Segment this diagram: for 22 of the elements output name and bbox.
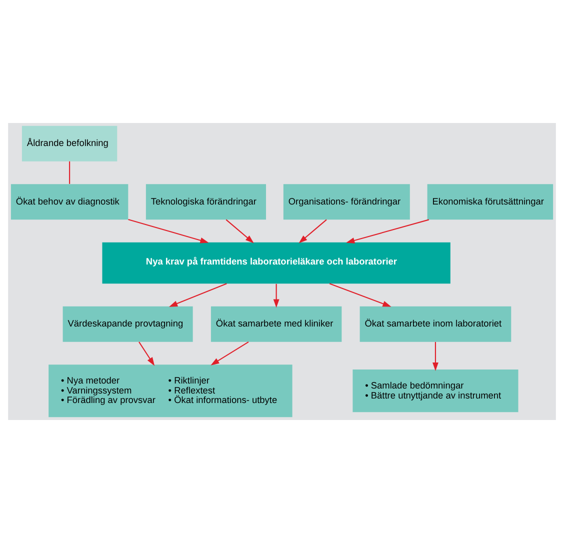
arrow bbox=[329, 283, 392, 307]
node-box: • Nya metoder • Varningssystem • Förädling av provsvar • Riktlinjer • Reflextest • Ökat informations- utbyte bbox=[48, 364, 292, 418]
node-box: Ökat samarbete med kliniker bbox=[210, 306, 342, 342]
arrow bbox=[138, 342, 155, 366]
arrow bbox=[298, 219, 327, 244]
arrow bbox=[273, 284, 280, 308]
arrow bbox=[432, 342, 438, 371]
arrow bbox=[210, 342, 249, 366]
node-box: Ekonomiska förutsättningar bbox=[427, 184, 554, 220]
node-box: Värdeskapande provtagning bbox=[62, 306, 193, 342]
arrow bbox=[226, 219, 254, 244]
connector bbox=[69, 161, 70, 184]
arrow bbox=[168, 283, 227, 307]
node-box: • Samlade bedömningar • Bättre utnyttjande av instrument bbox=[352, 370, 518, 412]
node-box: Ökat samarbete inom laboratoriet bbox=[360, 306, 512, 342]
node-box: Teknologiska förändringar bbox=[146, 184, 266, 220]
arrow bbox=[346, 219, 430, 244]
node-box: Nya krav på framtidens laboratorieläkare och laboratorier bbox=[102, 242, 450, 284]
node-box: Ökat behov av diagnostik bbox=[10, 184, 128, 220]
node-box: Organisations- förändringar bbox=[283, 184, 410, 220]
arrow bbox=[128, 219, 209, 244]
node-box: Åldrande befolkning bbox=[22, 126, 118, 162]
